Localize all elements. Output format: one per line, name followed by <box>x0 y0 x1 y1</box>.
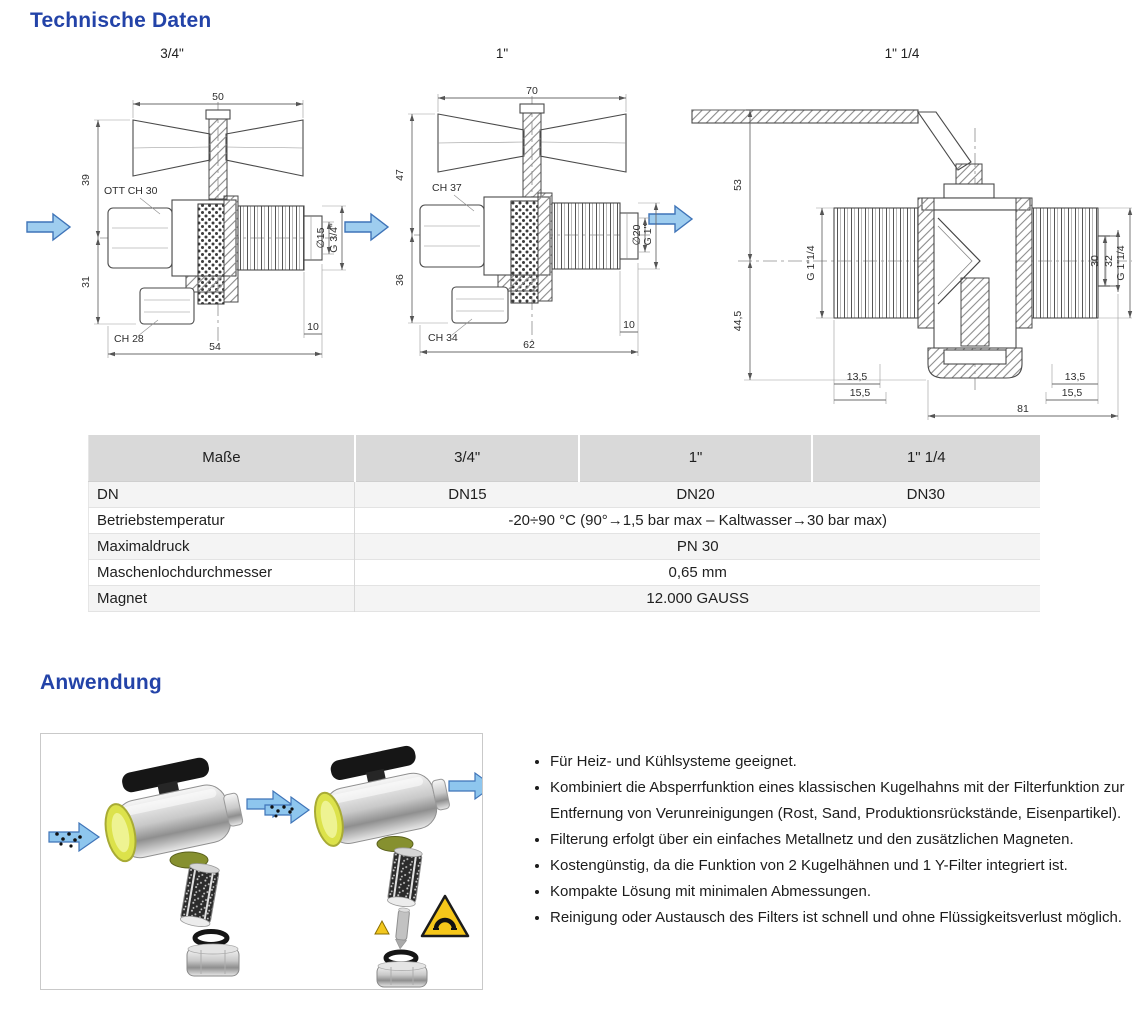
magnet-rod <box>395 907 410 950</box>
dim-bottom-right-2: 15,5 <box>1062 387 1083 399</box>
bullet-item: Kompakte Lösung mit minimalen Abmessunge… <box>550 879 1130 905</box>
dim-thread: G 1" <box>642 224 654 245</box>
table-header-row: Maße 3/4" 1" 1" 1/4 <box>88 435 1040 482</box>
bullet-item: Reinigung oder Austausch des Filters ist… <box>550 905 1130 931</box>
flow-in-arrow-icon <box>48 821 101 853</box>
table-row-dn: DN DN15 DN20 DN30 <box>88 481 1040 507</box>
dim-height-lower: 44,5 <box>732 311 744 332</box>
spec-table: Maße 3/4" 1" 1" 1/4 DN DN15 DN20 DN30 Be… <box>88 435 1040 612</box>
cell-value: -20÷90 °C (90°→1,5 bar max – Kaltwasser→… <box>508 511 888 529</box>
drain-size-label: CH 28 <box>114 333 144 345</box>
dim-top-width: 50 <box>212 91 224 103</box>
col-header-1-1-4: 1" 1/4 <box>811 435 1040 482</box>
hex-cap-nut <box>186 943 240 977</box>
cell-value: 0,65 mm <box>668 563 727 581</box>
col-header-masse: Maße <box>88 435 356 482</box>
dim-bottom-right-1: 13,5 <box>1065 371 1086 383</box>
bullet-item: Filterung erfolgt über ein einfaches Met… <box>550 827 1130 853</box>
table-row-betriebstemperatur: Betriebstemperatur -20÷90 °C (90°→1,5 ba… <box>88 507 1040 533</box>
flow-direction-arrow-icon <box>648 204 694 239</box>
cell-value: PN 30 <box>676 537 719 555</box>
dim-total-width: 54 <box>209 341 221 353</box>
bullet-item: Für Heiz- und Kühlsysteme geeignet. <box>550 749 1130 775</box>
dim-height-upper: 39 <box>80 174 92 186</box>
table-row-maschenlochdurchmesser: Maschenlochdurchmesser 0,65 mm <box>88 559 1040 585</box>
application-bullet-list: Für Heiz- und Kühlsysteme geeignet. Komb… <box>528 749 1130 931</box>
drawing-size-label-3-4: 3/4" <box>160 46 184 61</box>
col-header-3-4: 3/4" <box>354 435 581 482</box>
dim-offset: 10 <box>307 321 319 333</box>
valve-handle <box>122 757 209 793</box>
o-ring <box>192 929 230 947</box>
dim-bore: ∅20 <box>631 224 643 245</box>
bullet-item: Kombiniert die Absperrfunktion eines kla… <box>550 775 1130 827</box>
col-header-1: 1" <box>579 435 813 482</box>
technical-drawing-1: 70 47 36 ∅20 G 1" 10 62 CH 37 CH 34 <box>392 82 662 377</box>
dim-height-upper: 47 <box>394 169 406 181</box>
row-label: Magnet <box>88 585 356 611</box>
row-label: Betriebstemperatur <box>88 507 356 533</box>
application-illustration <box>40 733 483 990</box>
filter-cartridge <box>387 847 423 908</box>
hex-size-label: CH 37 <box>432 182 462 194</box>
dim-bore-inner: 30 <box>1089 255 1101 267</box>
row-label: DN <box>88 481 356 507</box>
valve-handle <box>330 745 416 780</box>
bullet-item: Kostengünstig, da die Funktion von 2 Kug… <box>550 853 1130 879</box>
valve-illustration-assembled <box>48 757 293 977</box>
dim-bore: ∅15 <box>315 227 327 248</box>
cell-value: DN30 <box>906 485 945 503</box>
cell-value: 12.000 GAUSS <box>646 589 749 607</box>
dim-height-upper: 53 <box>732 179 744 191</box>
drain-size-label: CH 34 <box>428 332 458 344</box>
hex-cap-nut <box>376 961 428 988</box>
dim-offset: 10 <box>623 319 635 331</box>
dim-thread-left: G 1"1/4 <box>805 245 817 280</box>
dim-total-width: 62 <box>523 339 535 351</box>
dim-bore-outer: 32 <box>1103 255 1115 267</box>
flow-out-arrow-icon <box>448 771 482 801</box>
row-label: Maschenlochdurchmesser <box>88 559 356 585</box>
flow-direction-arrow-icon <box>344 212 390 247</box>
cell-value: DN20 <box>676 485 715 503</box>
flow-in-arrow-icon <box>264 795 311 825</box>
table-row-maximaldruck: Maximaldruck PN 30 <box>88 533 1040 559</box>
dim-total-width: 81 <box>1017 403 1029 415</box>
valve-illustration-exploded <box>264 745 482 988</box>
dim-height-lower: 36 <box>394 274 406 286</box>
hex-size-label: OTT CH 30 <box>104 185 158 197</box>
drawing-size-label-1-1-4: 1" 1/4 <box>884 46 920 61</box>
dim-bottom-left-2: 15,5 <box>850 387 871 399</box>
technical-drawing-3-4: 50 39 31 ∅15 G 3/4" 10 54 OTT CH 30 CH 2… <box>78 88 348 378</box>
dim-bottom-left-1: 13,5 <box>847 371 868 383</box>
dim-height-lower: 31 <box>80 276 92 288</box>
table-row-magnet: Magnet 12.000 GAUSS <box>88 585 1040 611</box>
drawing-size-label-1: 1" <box>495 46 509 61</box>
flow-direction-arrow-icon <box>26 212 72 247</box>
row-label: Maximaldruck <box>88 533 356 559</box>
filter-cartridge <box>179 863 220 927</box>
small-warning-icon <box>374 919 390 935</box>
cell-value: DN15 <box>448 485 487 503</box>
dim-top-width: 70 <box>526 85 538 97</box>
dim-thread-right: G 1"1/4 <box>1115 245 1127 280</box>
magnet-warning-icon <box>420 894 470 938</box>
technical-data-title: Technische Daten <box>30 9 212 32</box>
application-title: Anwendung <box>40 671 162 694</box>
technical-drawing-1-1-4: 53 44,5 G 1"1/4 30 32 G 1"1/4 13,5 15,5 … <box>682 78 1134 428</box>
dim-thread: G 3/4" <box>328 223 340 253</box>
